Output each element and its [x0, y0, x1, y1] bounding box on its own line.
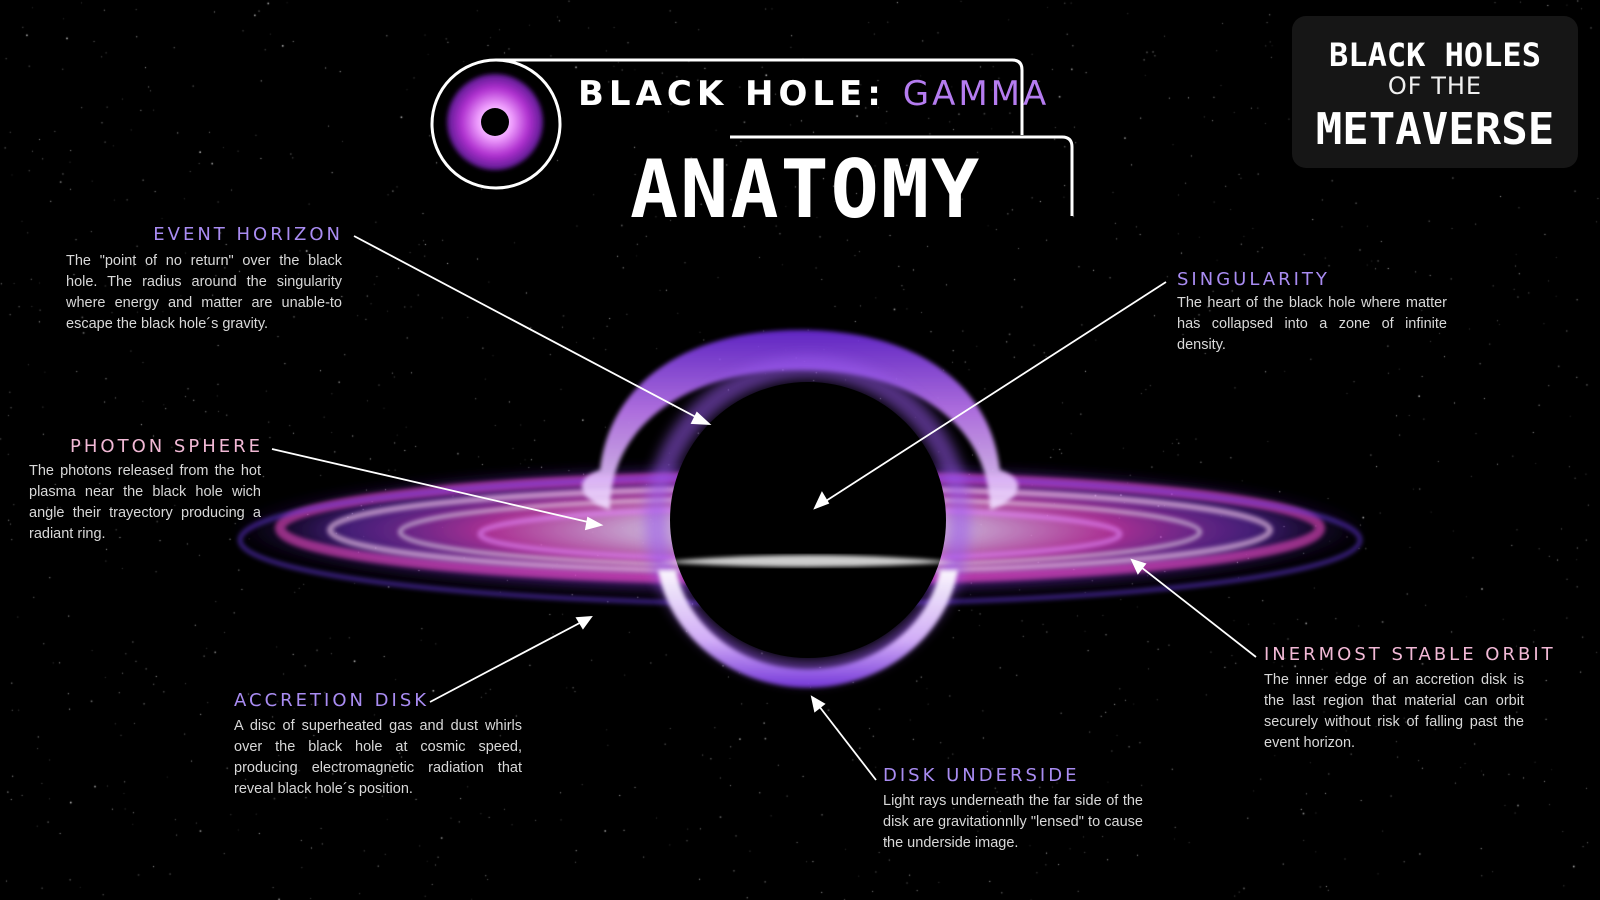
photon-sphere-description: The photons released from the hot plasma… [29, 463, 261, 542]
photon-sphere-label: PHOTON SPHERE [70, 436, 263, 457]
disk-underside-ring [658, 570, 958, 688]
event-horizon-description: The "point of no return" over the black … [66, 253, 342, 332]
event-horizon-label: EVENT HORIZON [153, 224, 343, 245]
disk-front-band [660, 555, 956, 567]
accretion-disk-leader-line [429, 615, 593, 703]
brand-line-1: BLACK HOLES [1329, 36, 1541, 74]
brand-line-3: METAVERSE [1315, 104, 1555, 155]
page-title-accent: GAMMA [902, 74, 1050, 114]
disk-underside-description: Light rays underneath the far side of th… [883, 793, 1143, 851]
accretion-disk-description: A disc of superheated gas and dust whirl… [234, 718, 522, 797]
innermost-orbit-leader-line [1130, 558, 1257, 658]
photon-sphere-leader-line [271, 448, 604, 531]
singularity-label: SINGULARITY [1177, 269, 1330, 290]
page-subtitle: ANATOMY [630, 143, 982, 236]
page-title: BLACK HOLE: GAMMA [578, 74, 1049, 114]
page-title-prefix: BLACK HOLE: [578, 74, 886, 114]
disk-underside-leader-line [810, 695, 877, 781]
innermost-stable-orbit-label: INERMOST STABLE ORBIT [1264, 644, 1556, 665]
event-horizon-shadow [670, 382, 946, 658]
disk-underside-label: DISK UNDERSIDE [883, 765, 1080, 786]
event-horizon-leader-line [353, 235, 712, 426]
title-frame [496, 58, 1074, 216]
singularity-leader-line [813, 281, 1167, 510]
black-hole-emblem-icon [430, 58, 562, 190]
accretion-disk-label: ACCRETION DISK [234, 690, 430, 711]
innermost-stable-orbit-description: The inner edge of an accretion disk is t… [1264, 672, 1524, 751]
brand-badge: BLACK HOLES OF THE METAVERSE [1292, 16, 1578, 168]
singularity-description: The heart of the black hole where matter… [1177, 295, 1447, 353]
brand-line-2: OF THE [1387, 72, 1483, 100]
